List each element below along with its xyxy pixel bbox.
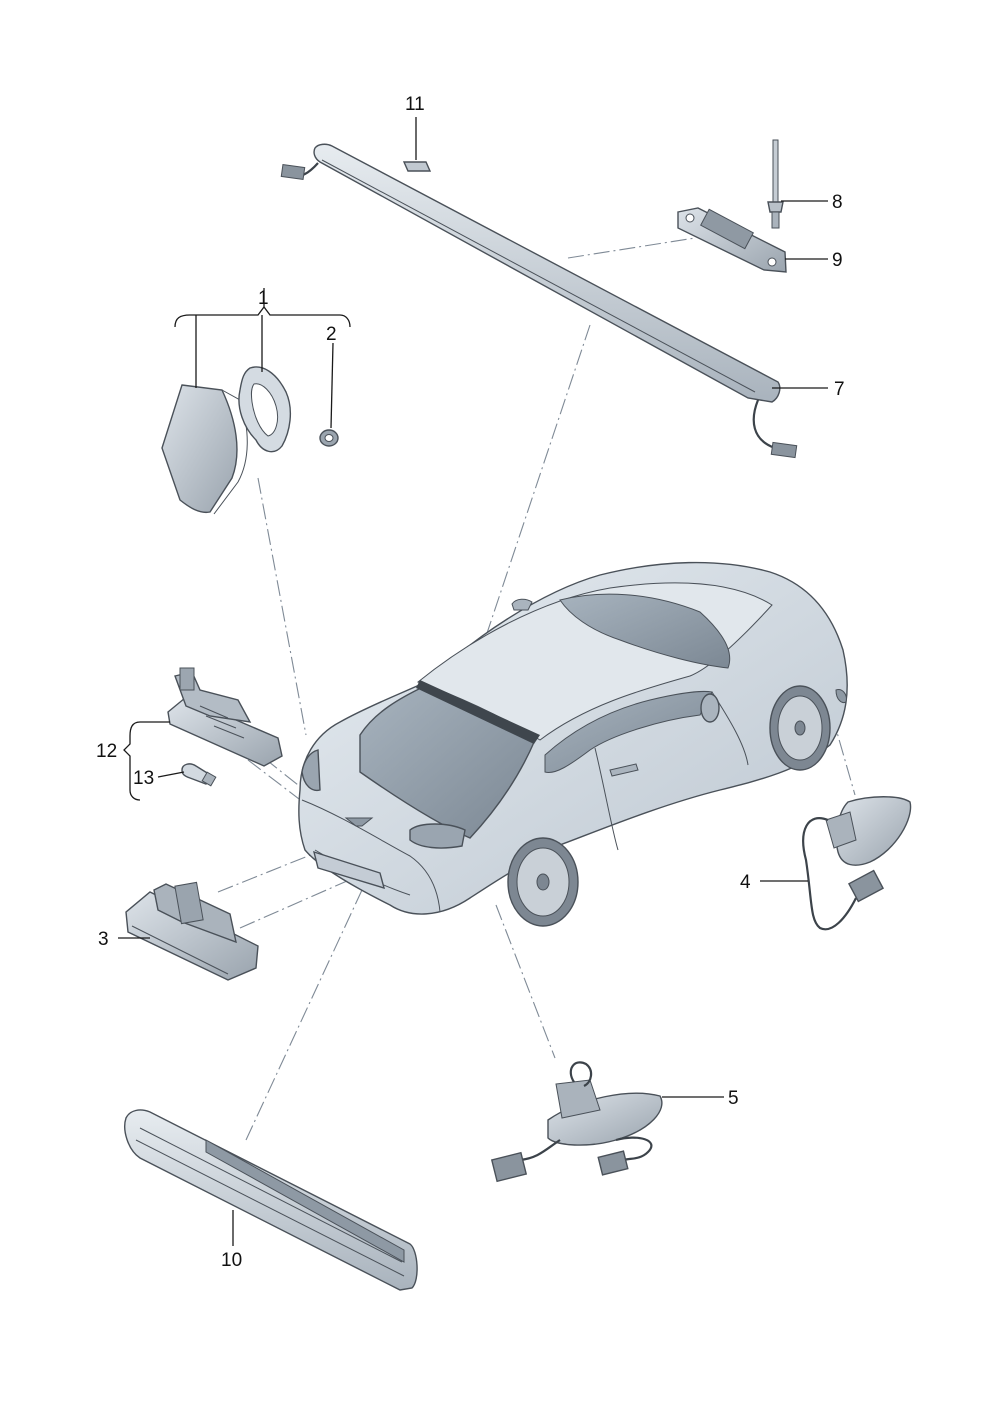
callout-7: 7 — [834, 379, 845, 400]
car-body — [298, 561, 848, 927]
part-7-trim-strip — [280, 143, 798, 459]
callout-5: 5 — [728, 1088, 739, 1109]
part-1-housing — [161, 384, 248, 515]
callout-13: 13 — [133, 768, 154, 789]
callout-10: 10 — [221, 1250, 242, 1271]
callout-8: 8 — [832, 192, 843, 213]
leader-lines — [118, 117, 828, 1246]
part-11-pad — [402, 161, 432, 172]
part-10-brake-light — [124, 1109, 418, 1291]
part-5-side-marker — [490, 1061, 663, 1183]
callout-11: 11 — [405, 94, 425, 115]
part-9-bracket — [677, 207, 787, 273]
part-2-nut — [319, 429, 339, 447]
part-13-bulb — [181, 763, 217, 787]
callout-4: 4 — [740, 872, 751, 893]
part-3-license-lamp — [125, 881, 259, 981]
part-8-pin — [767, 139, 784, 229]
callout-3: 3 — [98, 929, 109, 950]
part-4-side-marker — [802, 796, 912, 931]
callout-12: 12 — [96, 741, 117, 762]
callouts: 1 2 3 4 5 7 8 9 10 11 12 13 — [96, 94, 845, 1271]
callout-2: 2 — [326, 324, 337, 345]
callout-9: 9 — [832, 250, 843, 271]
callout-1: 1 — [258, 288, 269, 309]
part-12-lamp-unit — [167, 667, 283, 767]
part-1-gasket — [238, 366, 292, 453]
